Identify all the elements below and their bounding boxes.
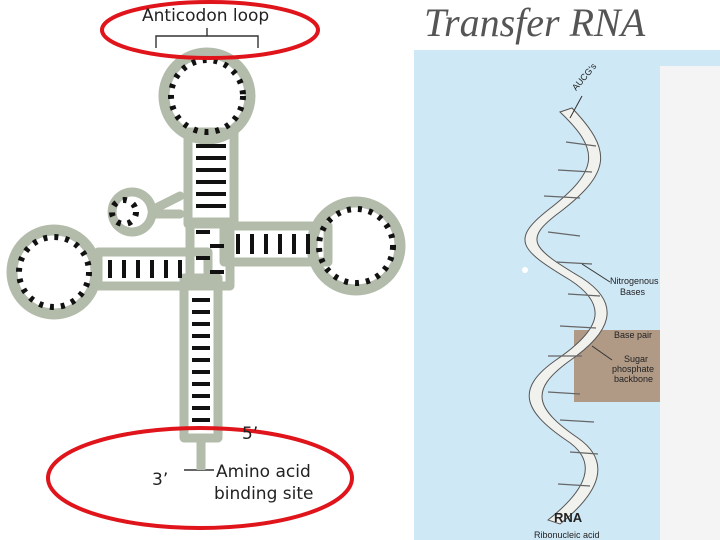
rna-label: RNA: [554, 510, 583, 525]
trna-loop-ticks: [16, 57, 396, 310]
rna-base-ticks: [543, 141, 601, 487]
trna-base-ticks: [108, 144, 310, 422]
backbone-label-line2: phosphate: [612, 364, 655, 374]
three-prime-label: 3’: [152, 470, 169, 490]
acceptor-stem: [179, 273, 223, 443]
nitrogenous-label-line2: Bases: [620, 287, 646, 297]
backbone-label-line1: Sugar: [624, 354, 649, 364]
anticodon-highlight-ellipse: [100, 0, 320, 60]
anticodon-bracket: [155, 28, 259, 48]
binding-site-highlight-ellipse: [46, 426, 354, 530]
ribonucleic-acid-label: Ribonucleic acid: [534, 530, 600, 540]
d-loop: [6, 224, 102, 320]
junction: [185, 217, 235, 291]
bullet-dot: [522, 267, 528, 273]
five-prime-label: 5’: [242, 424, 259, 444]
rna-helix-diagram: [522, 95, 660, 525]
anticodon-loop-label: Anticodon loop: [142, 6, 270, 26]
rna-strand: [524, 107, 608, 525]
amino-acid-label-line2: binding site: [214, 484, 314, 504]
trna-cloverleaf-diagram: [6, 0, 406, 530]
rna-panel-side-strip: [660, 66, 720, 540]
amino-acid-label-line1: Amino acid: [216, 462, 311, 482]
variable-loop: [107, 187, 185, 237]
t-loop: [306, 196, 406, 296]
base-pair-label: Base pair: [614, 330, 653, 340]
trna-body: [6, 47, 406, 443]
backbone-label-line3: backbone: [614, 374, 654, 384]
rna-pointer-lines: [569, 95, 613, 361]
anticodon-loop: [158, 47, 256, 145]
nitrogenous-label-line1: Nitrogenous: [610, 276, 659, 286]
slide-title: Transfer RNA: [424, 0, 646, 45]
